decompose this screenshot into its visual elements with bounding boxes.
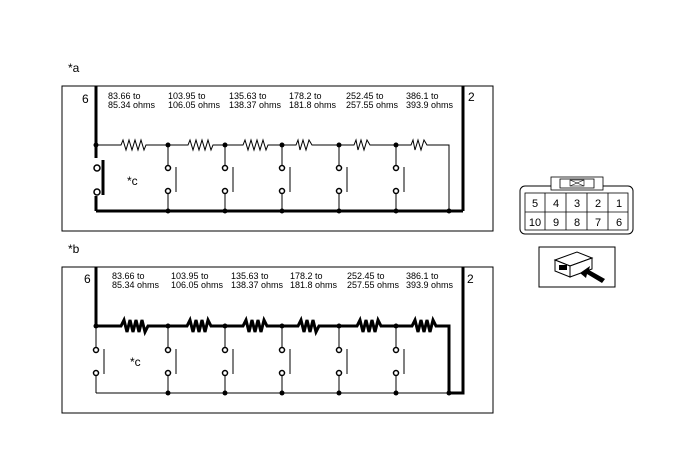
- diagram-a-r6-ohms: 393.9 ohms: [406, 100, 454, 110]
- diagram-b-r6-ohms: 393.9 ohms: [406, 280, 454, 290]
- connector-face: 5 4 3 2 1 10 9 8 7 6: [519, 176, 634, 235]
- connector-view-icon: [538, 246, 616, 288]
- diagram-b-r5-range: 252.45 to: [347, 271, 385, 281]
- diagram-b-r4-ohms: 181.8 ohms: [290, 280, 338, 290]
- diagram-a-r4-ohms: 181.8 ohms: [289, 100, 337, 110]
- diagram-b-top-bus: [96, 267, 465, 395]
- diagram-a-r1-ohms: 85.34 ohms: [108, 100, 156, 110]
- diagram-a-resistor-labels: 83.66 to 85.34 ohms 103.95 to 106.05 ohm…: [108, 91, 454, 110]
- diagram-a-r3-ohms: 138.37 ohms: [229, 100, 282, 110]
- diagram-a-circuit: [93, 86, 465, 213]
- connector-pin: 3: [574, 198, 580, 210]
- diagram-b-label: *b: [68, 242, 80, 256]
- diagram-a-r4-range: 178.2 to: [289, 91, 322, 101]
- diagram-a-r3-range: 135.63 to: [229, 91, 267, 101]
- diagram-b-r2-range: 103.95 to: [171, 271, 209, 281]
- diagram-a-r1-range: 83.66 to: [108, 91, 141, 101]
- diagram-b-r1-ohms: 85.34 ohms: [112, 280, 160, 290]
- diagram-b-r6-range: 386.1 to: [406, 271, 439, 281]
- diagram-b-r5-ohms: 257.55 ohms: [347, 280, 400, 290]
- diagram-b-junction-dots: [93, 323, 452, 396]
- diagram-a-r6-range: 386.1 to: [406, 91, 439, 101]
- connector-pin: 9: [553, 217, 559, 229]
- diagram-b-circuit: [92, 267, 465, 395]
- diagram-b-resistor-labels: 83.66 to 85.34 ohms 103.95 to 106.05 ohm…: [112, 271, 454, 290]
- diagram-a-left-terminal: 6: [82, 92, 89, 106]
- diagram-a-switch-label: *c: [127, 174, 138, 188]
- diagram-a-r5-range: 252.45 to: [346, 91, 384, 101]
- diagram-b-r1-range: 83.66 to: [112, 271, 145, 281]
- diagram-a-label: *a: [68, 61, 80, 75]
- diagram-a-r2-ohms: 106.05 ohms: [168, 100, 221, 110]
- connector-pin: 4: [553, 198, 559, 210]
- connector-pin: 5: [532, 198, 538, 210]
- connector-pin: 2: [595, 198, 601, 210]
- diagram-a-top-bus: [96, 138, 450, 211]
- diagram-a-r2-range: 103.95 to: [168, 91, 206, 101]
- diagram-b-r2-ohms: 106.05 ohms: [171, 280, 224, 290]
- diagram-b-r4-range: 178.2 to: [290, 271, 323, 281]
- connector-pin: 8: [574, 217, 580, 229]
- diagram-a-frame: [61, 85, 494, 232]
- diagram-b-r3-range: 135.63 to: [231, 271, 269, 281]
- diagram-b-frame: [61, 266, 494, 414]
- diagram-b-r3-ohms: 138.37 ohms: [231, 280, 284, 290]
- connector-pin: 7: [595, 217, 601, 229]
- diagram-a-r5-ohms: 257.55 ohms: [346, 100, 399, 110]
- diagram-b-switch-label: *c: [130, 355, 141, 369]
- diagram-b-right-terminal: 2: [467, 272, 474, 286]
- connector-pin: 6: [616, 217, 622, 229]
- connector-pin: 10: [529, 217, 541, 229]
- connector-pin: 1: [616, 198, 622, 210]
- diagram-a-right-terminal: 2: [468, 90, 475, 104]
- diagram-b-left-terminal: 6: [84, 272, 91, 286]
- diagram-a-junction-dots: [93, 142, 452, 214]
